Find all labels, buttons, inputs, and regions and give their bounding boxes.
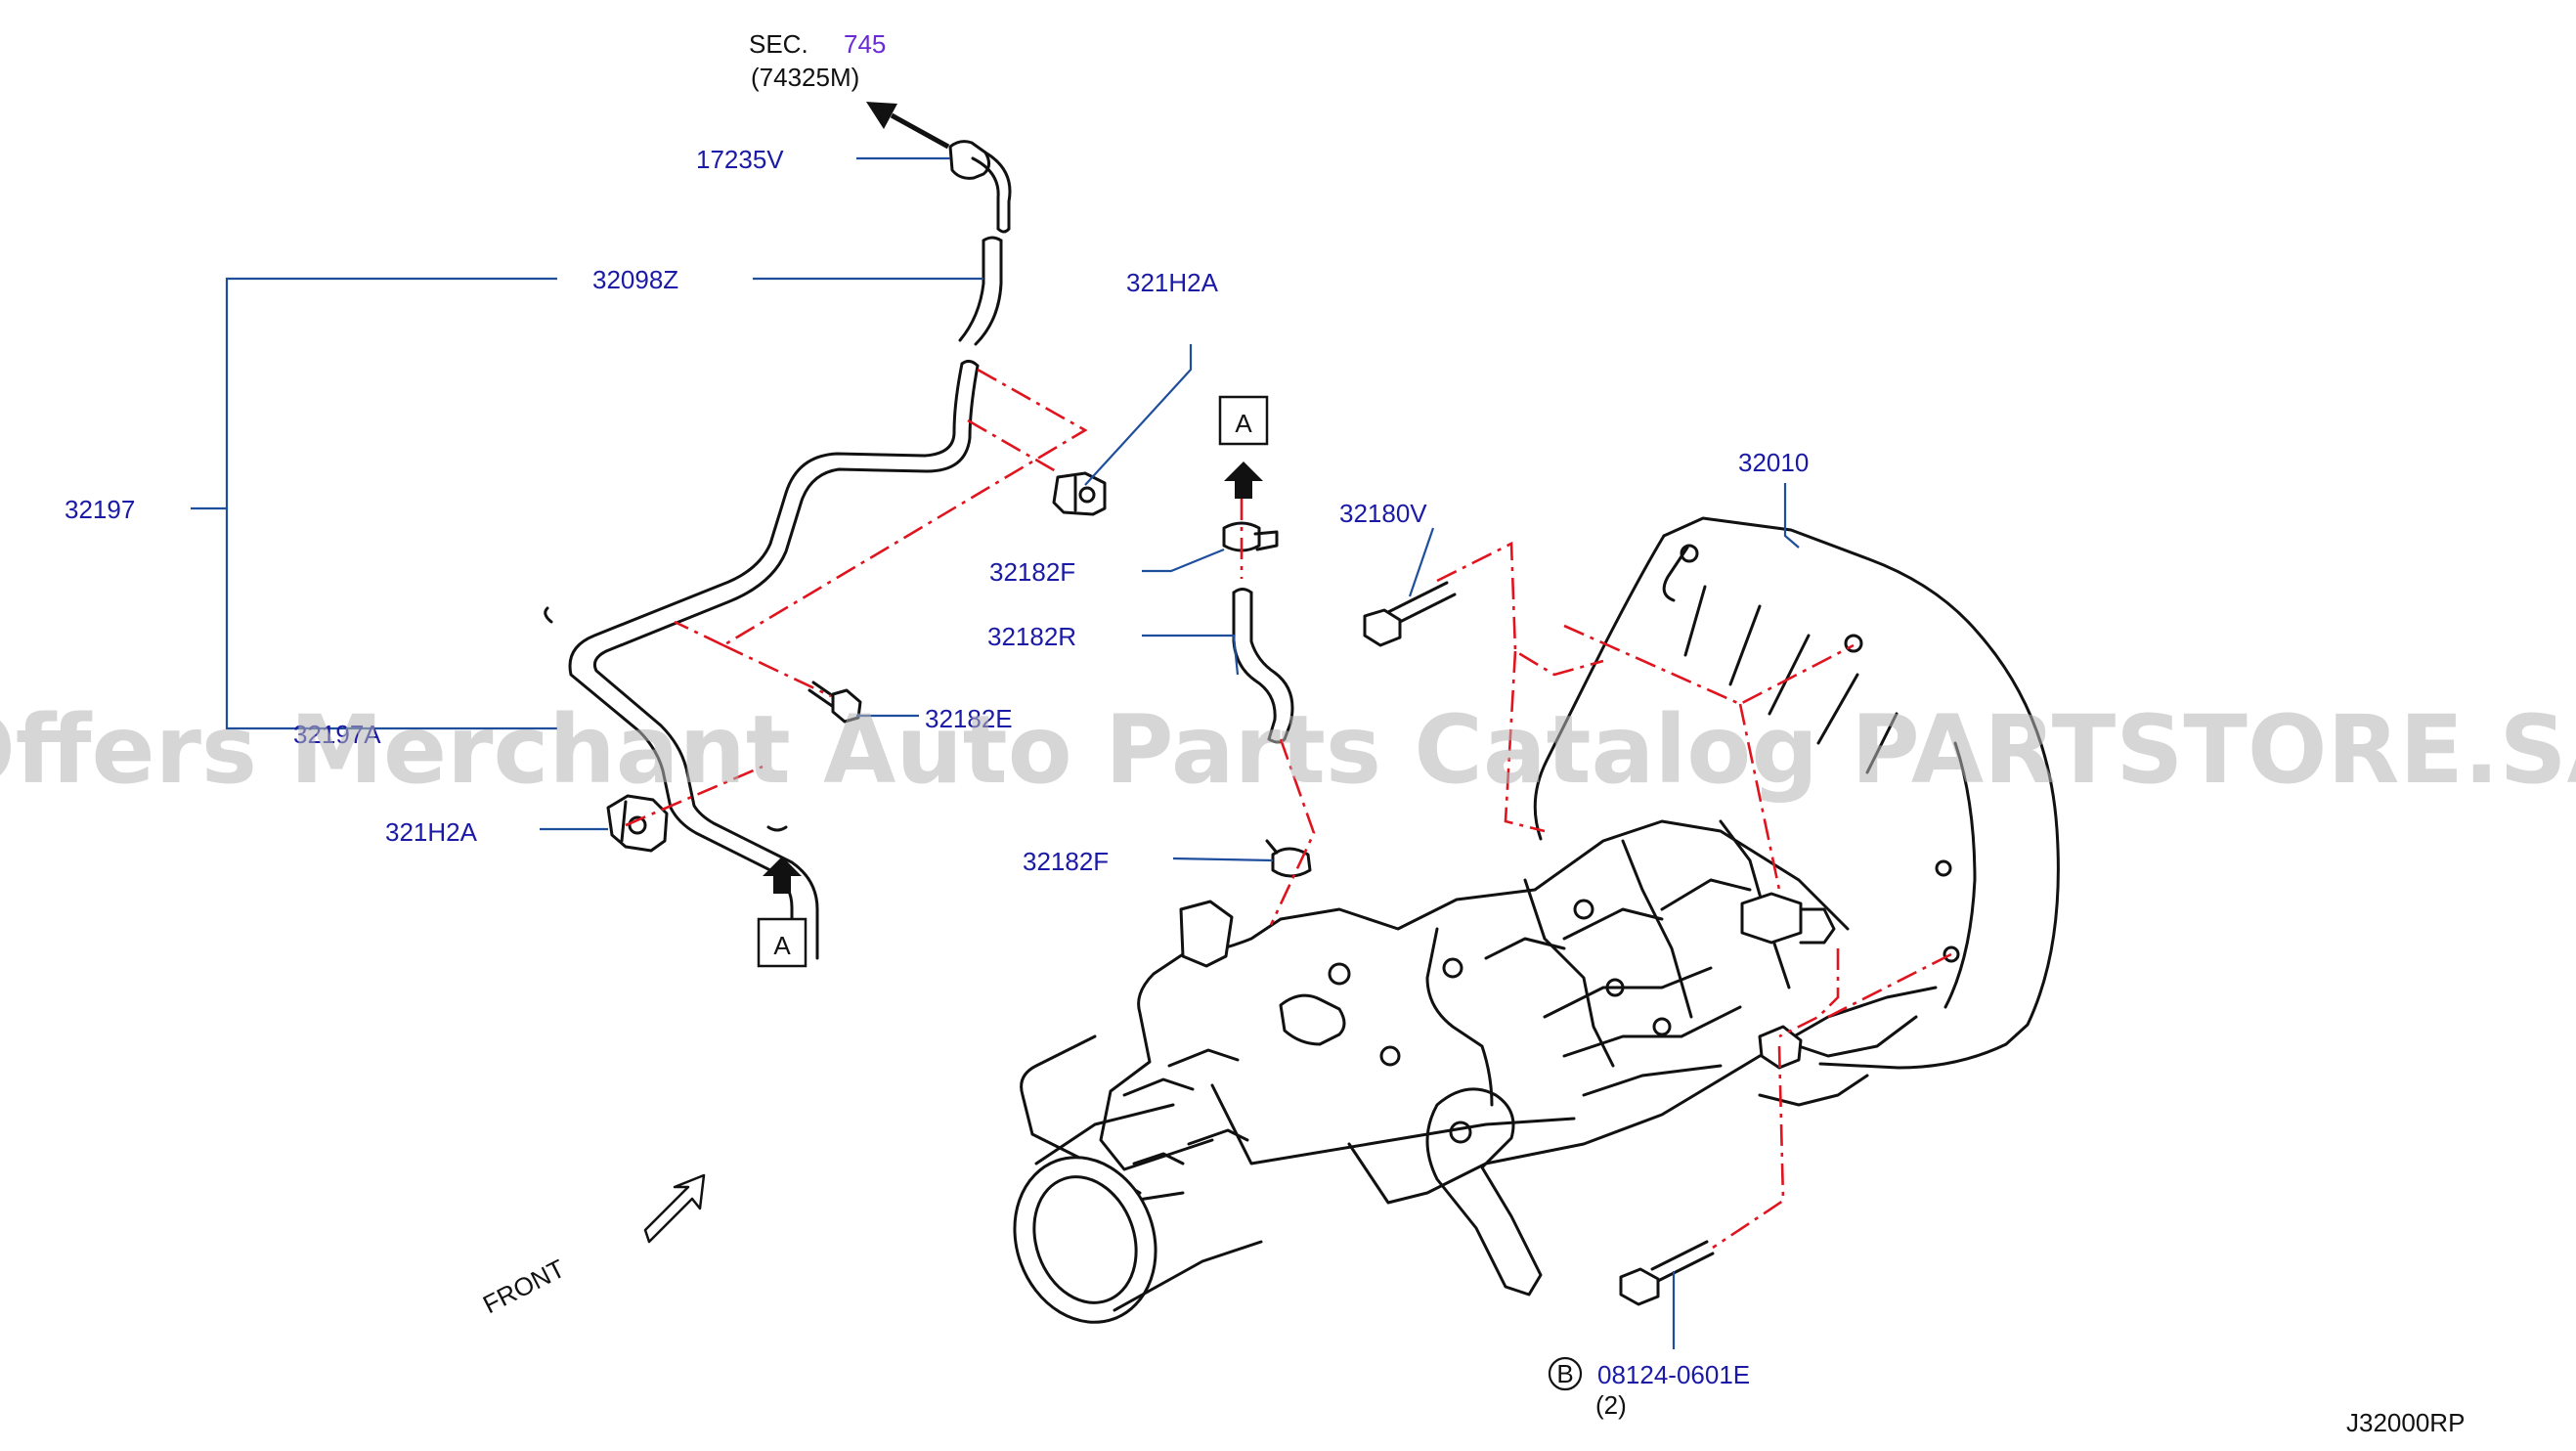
ref-a-top-label: A xyxy=(1235,409,1252,438)
label-32098z[interactable]: 32098Z xyxy=(592,265,678,294)
bolt-quantity: (2) xyxy=(1595,1390,1627,1420)
clip-321h2a-upper xyxy=(1052,471,1107,516)
label-32182r[interactable]: 32182R xyxy=(987,622,1076,651)
bracket-32197 xyxy=(191,277,557,730)
label-32010[interactable]: 32010 xyxy=(1738,448,1809,477)
hose-clamp-32182f-lower xyxy=(1265,839,1312,878)
centerlines xyxy=(625,368,1952,1250)
leader-lines xyxy=(540,156,1800,1349)
front-label: FRONT xyxy=(478,1253,570,1319)
label-32182f-top[interactable]: 32182F xyxy=(989,557,1075,587)
label-17235v[interactable]: 17235V xyxy=(696,145,784,174)
label-321h2a-top[interactable]: 321H2A xyxy=(1126,268,1219,297)
ref-arrow-a-bottom: A xyxy=(757,857,808,968)
b-mark: B xyxy=(1556,1359,1573,1388)
label-32197a[interactable]: 32197A xyxy=(293,720,381,749)
label-32182f-bottom[interactable]: 32182F xyxy=(1023,847,1109,876)
b-mark-circle xyxy=(1548,1356,1583,1391)
sec-arrow xyxy=(866,102,950,150)
sec-number[interactable]: 745 xyxy=(844,29,886,59)
part-labels: SEC. 745 (74325M) 17235V 32098Z 32197 32… xyxy=(65,29,2465,1437)
ref-arrow-a-top: A xyxy=(1218,395,1269,499)
bolt-32182e xyxy=(808,681,862,724)
label-32197[interactable]: 32197 xyxy=(65,495,135,524)
watermark: Offers Merchant Auto Parts Catalog PARTS… xyxy=(0,695,2576,805)
diagram-code: J32000RP xyxy=(2346,1408,2465,1437)
transmission-assembly-32010 xyxy=(1013,516,2060,1324)
breather-hose-upper xyxy=(948,140,1012,346)
sec-ref: (74325M) xyxy=(751,63,859,92)
front-arrow-icon xyxy=(643,1173,706,1244)
label-32182e[interactable]: 32182E xyxy=(925,704,1013,733)
clip-321h2a-lower xyxy=(606,794,669,853)
sec-prefix: SEC. xyxy=(749,29,808,59)
label-32180v[interactable]: 32180V xyxy=(1339,499,1427,528)
label-321h2a-left[interactable]: 321H2A xyxy=(385,817,478,847)
bolt-08124-0601e xyxy=(1619,1240,1715,1306)
breather-tube-32197a xyxy=(544,359,980,960)
bolt-32180v xyxy=(1363,581,1457,647)
label-bolt-08124-0601e[interactable]: 08124-0601E xyxy=(1597,1360,1750,1389)
ref-a-bottom-label: A xyxy=(773,931,791,960)
hose-clamp-32182f-upper xyxy=(1222,521,1279,552)
